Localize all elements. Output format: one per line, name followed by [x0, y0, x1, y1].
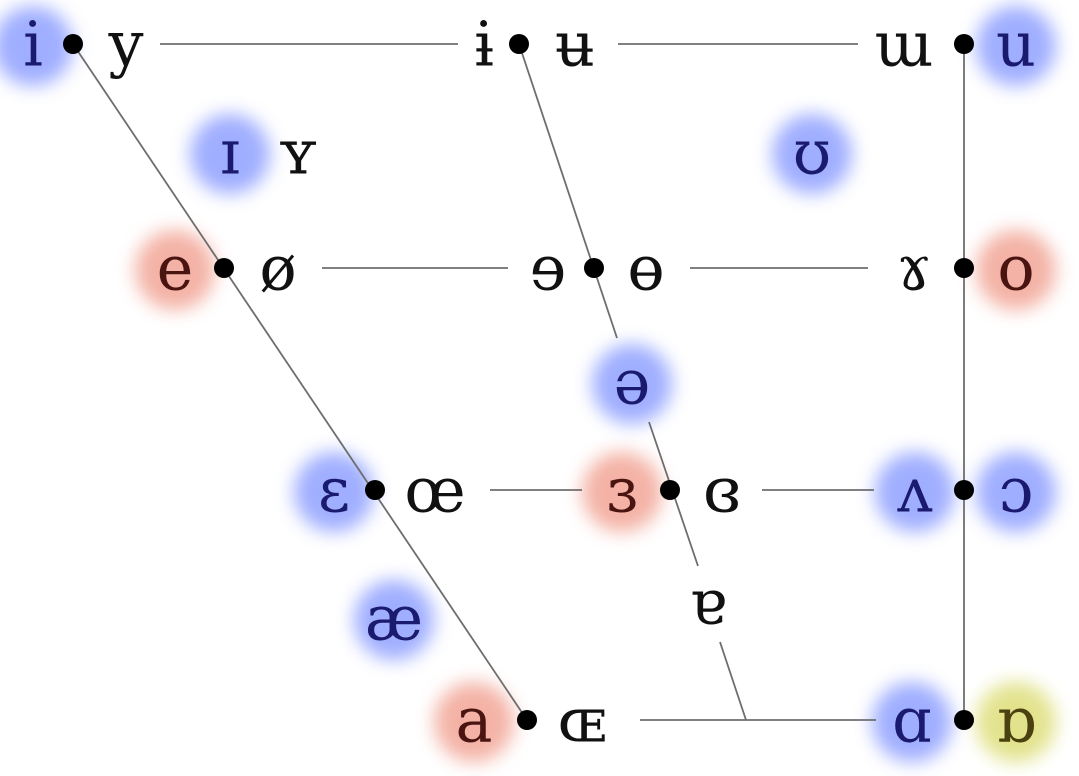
- vowel-close-back-rounded: u: [996, 8, 1036, 81]
- dot-close-mid-central: [584, 258, 604, 278]
- highlight-open-back-unrounded: [872, 682, 952, 762]
- vowel-open-back-rounded: ɒ: [996, 684, 1036, 757]
- dot-close-mid-front: [214, 258, 234, 278]
- vowel-mid-central: ə: [614, 346, 651, 419]
- vowel-near-close-front-unrounded: ɪ: [220, 116, 240, 189]
- highlight-near-open-front-unrounded: [354, 580, 434, 660]
- vowel-near-close-back-rounded: ʊ: [793, 116, 831, 189]
- dot-layer: [63, 34, 974, 730]
- highlight-open-mid-back-rounded: [976, 452, 1056, 532]
- highlight-layer: [0, 6, 1056, 762]
- vowel-open-mid-front-rounded: œ: [404, 454, 465, 527]
- highlight-open-mid-back-unrounded: [875, 452, 955, 532]
- vowel-close-mid-front-unrounded: e: [157, 232, 194, 305]
- vowel-near-open-central: ɐ: [690, 566, 727, 639]
- central-line-lower: [719, 641, 747, 721]
- front-edge-line: [72, 43, 528, 721]
- dot-close-mid-back: [954, 258, 974, 278]
- vowel-close-back-unrounded: ɯ: [875, 8, 934, 81]
- vowel-near-open-front-unrounded: æ: [365, 582, 423, 655]
- vowel-close-central-unrounded: ɨ: [474, 8, 494, 81]
- vowel-open-mid-back-unrounded: ʌ: [896, 454, 932, 527]
- dot-close-central: [509, 34, 529, 54]
- vowel-open-mid-back-rounded: ɔ: [999, 454, 1034, 527]
- dot-open-mid-central: [660, 480, 680, 500]
- vowel-open-front-rounded: ɶ: [558, 684, 607, 757]
- dot-close-front: [63, 34, 83, 54]
- dot-open-front: [517, 710, 537, 730]
- highlight-mid-central: [592, 344, 672, 424]
- highlight-open-mid-front-unrounded: [294, 452, 374, 532]
- central-line-upper: [518, 43, 618, 339]
- highlight-close-front-unrounded: [0, 6, 73, 86]
- vowel-near-close-front-rounded: ʏ: [278, 116, 319, 189]
- vowel-open-front-unrounded: a: [456, 684, 493, 757]
- vowel-open-mid-front-unrounded: ɛ: [318, 454, 350, 527]
- vowel-close-mid-central-unrounded: ɘ: [530, 232, 567, 305]
- vowel-open-mid-central-rounded: ɞ: [703, 454, 741, 527]
- chart-lines: [72, 43, 965, 721]
- vowel-close-front-unrounded: i: [23, 8, 43, 81]
- highlight-close-mid-back-rounded: [976, 230, 1056, 310]
- vowel-close-mid-front-rounded: ø: [259, 232, 296, 305]
- vowel-close-mid-central-rounded: ɵ: [627, 232, 664, 305]
- highlight-close-mid-front-unrounded: [135, 230, 215, 310]
- highlight-near-close-front-unrounded: [190, 114, 270, 194]
- dot-open-mid-front: [365, 480, 385, 500]
- vowel-close-central-rounded: ʉ: [555, 8, 595, 81]
- dot-open-back: [954, 710, 974, 730]
- vowel-open-mid-central-unrounded: ɜ: [606, 454, 638, 527]
- dot-open-mid-back: [954, 480, 974, 500]
- vowel-close-mid-back-unrounded: ɤ: [897, 232, 932, 305]
- dot-close-back: [954, 34, 974, 54]
- vowel-close-mid-back-rounded: o: [997, 232, 1034, 305]
- highlight-open-back-rounded: [976, 682, 1056, 762]
- vowel-open-back-unrounded: ɑ: [892, 684, 932, 757]
- highlight-open-front-unrounded: [434, 682, 514, 762]
- vowel-close-front-rounded: y: [107, 8, 143, 81]
- highlight-near-close-back-rounded: [772, 114, 852, 194]
- highlight-open-mid-central-unrounded: [582, 452, 662, 532]
- highlight-close-back-rounded: [976, 6, 1056, 86]
